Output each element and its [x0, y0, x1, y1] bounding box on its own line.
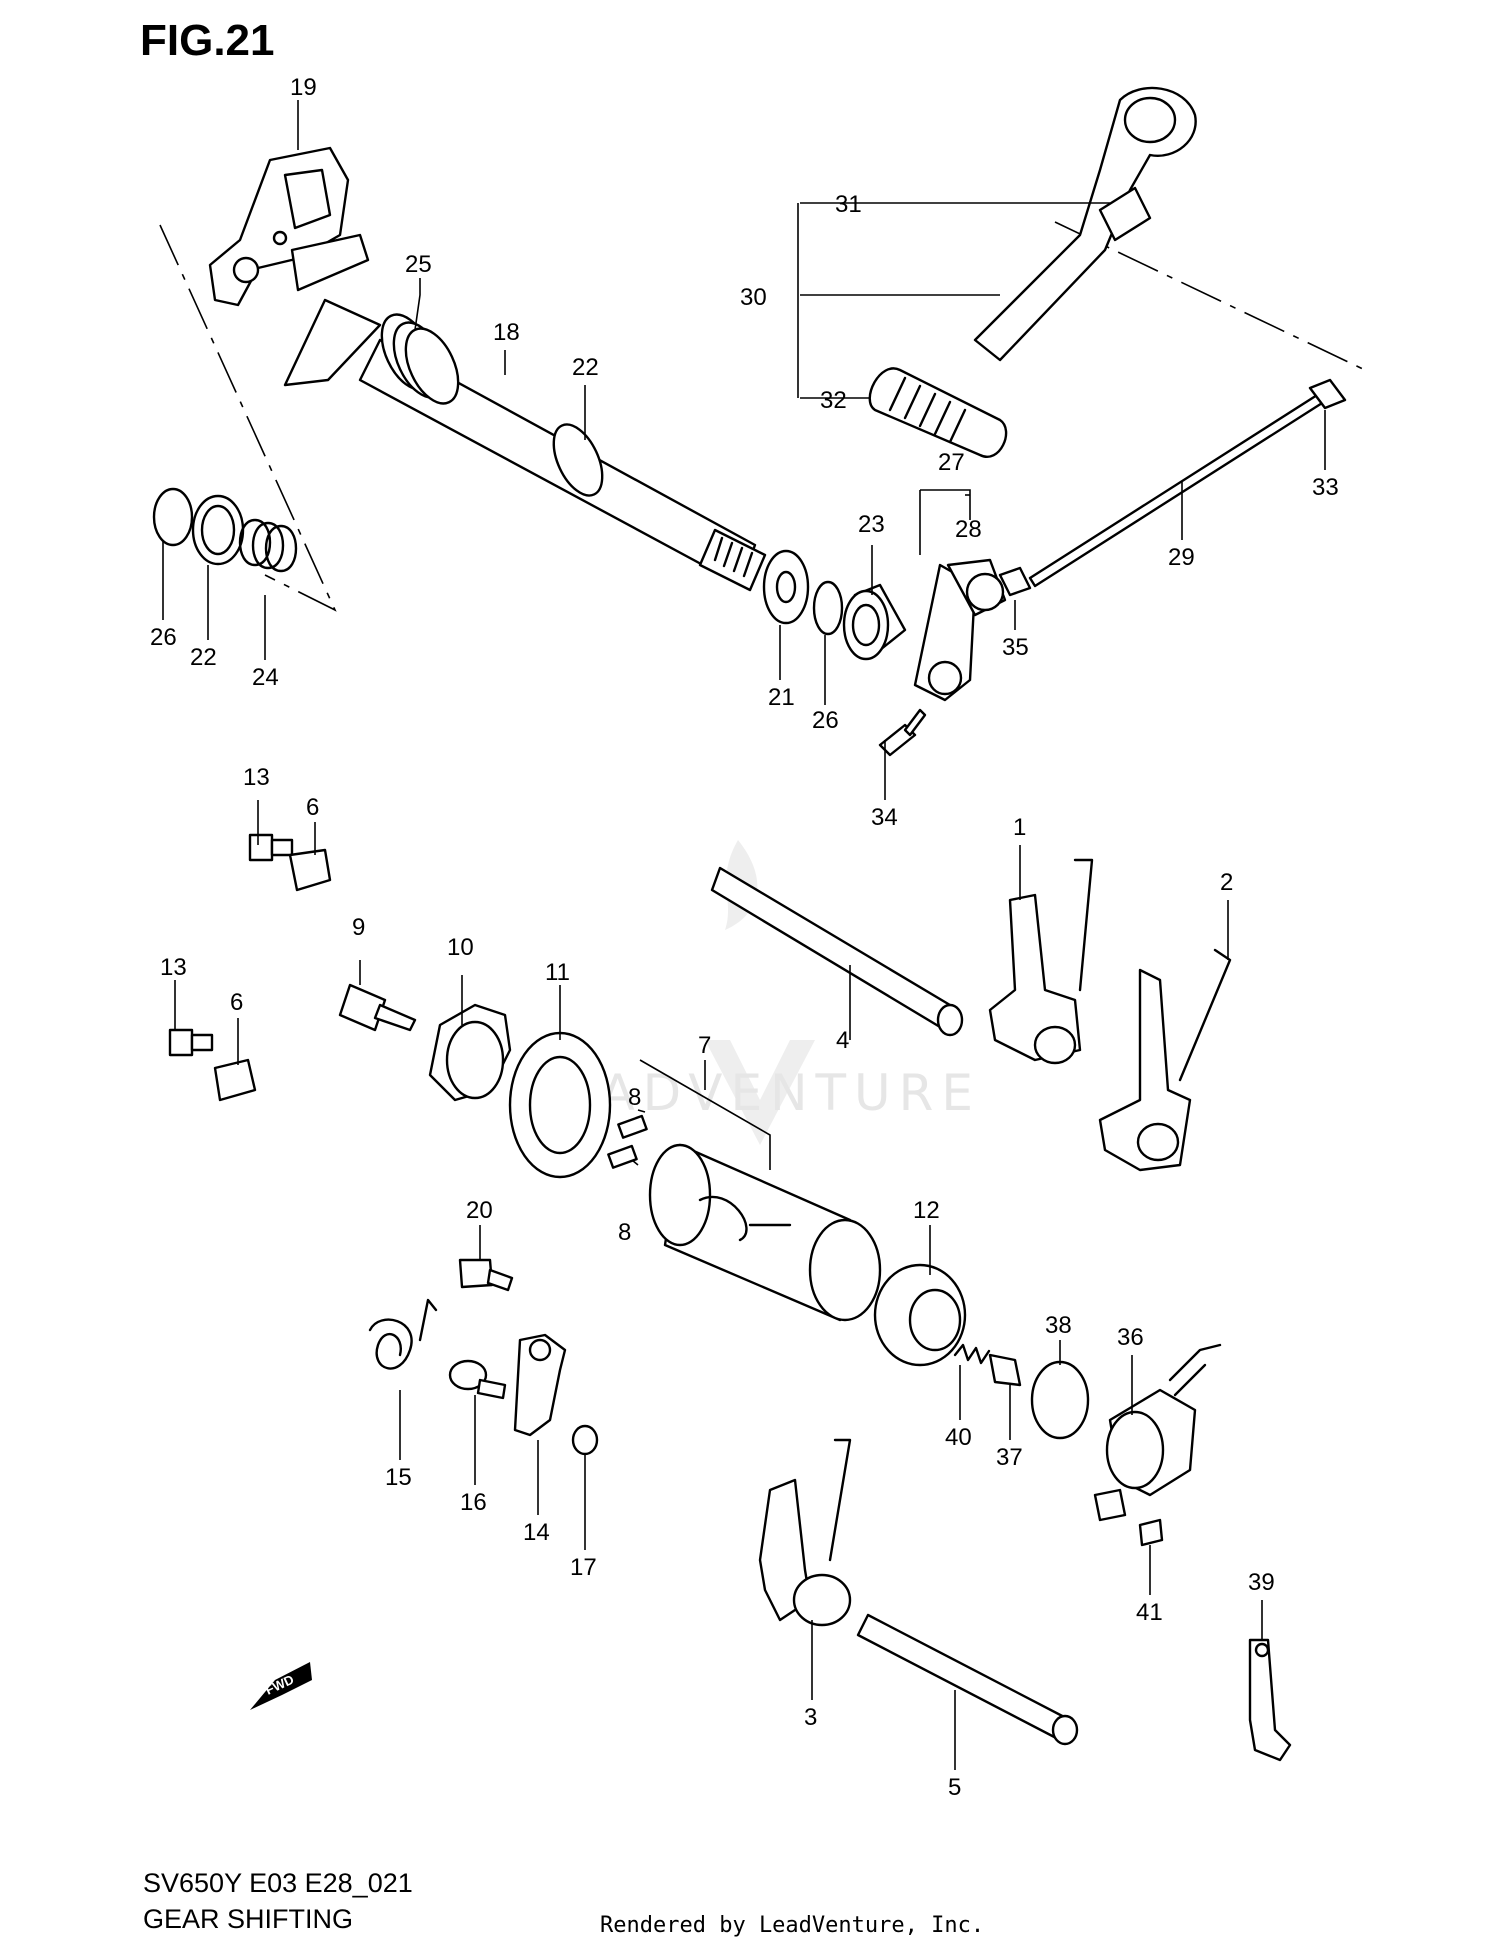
callout-24: 24 — [252, 664, 279, 691]
spring-15 — [368, 1298, 438, 1370]
cable-tie-39 — [1248, 1638, 1292, 1762]
callout-26-left: 26 — [150, 624, 177, 651]
callout-39: 39 — [1248, 1569, 1275, 1596]
bearing-12 — [873, 1263, 967, 1367]
callout-9: 9 — [352, 914, 365, 941]
callout-28: 28 — [955, 516, 982, 543]
callout-5: 5 — [948, 1774, 961, 1801]
callout-29: 29 — [1168, 544, 1195, 571]
callout-6-lower: 6 — [230, 989, 243, 1016]
callout-1: 1 — [1013, 814, 1026, 841]
lock-nut — [998, 566, 1032, 597]
lever-pivot — [1098, 186, 1152, 242]
callout-10: 10 — [447, 934, 474, 961]
callout-21: 21 — [768, 684, 795, 711]
model-code: SV650Y E03 E28_021 — [143, 1868, 413, 1898]
rod-end-nut — [1308, 378, 1347, 410]
pin-8-lower — [607, 1144, 638, 1169]
callout-13-lower: 13 — [160, 954, 187, 981]
screw-41 — [1138, 1518, 1164, 1547]
spring-40 — [953, 1343, 991, 1365]
pin-8-upper — [617, 1114, 648, 1139]
shift-shaft-assembly — [152, 86, 1366, 757]
callout-30: 30 — [740, 284, 767, 311]
stopper-14 — [513, 1333, 567, 1437]
o-ring-38 — [1030, 1360, 1090, 1440]
callout-16: 16 — [460, 1489, 487, 1516]
washer-17 — [571, 1424, 599, 1456]
bolt-16 — [448, 1359, 488, 1391]
lock-washer-6-upper — [288, 848, 332, 892]
callout-35: 35 — [1002, 634, 1029, 661]
callout-27: 27 — [938, 449, 965, 476]
callout-4: 4 — [836, 1027, 849, 1054]
figure-title: FIG.21 — [140, 16, 275, 65]
stopper-pin — [338, 983, 387, 1032]
shift-fork-2 — [1098, 968, 1192, 1172]
callout-6-upper: 6 — [306, 794, 319, 821]
return-spring-left — [238, 518, 298, 573]
callout-14: 14 — [523, 1519, 550, 1546]
callout-23: 23 — [858, 511, 885, 538]
callout-37: 37 — [996, 1444, 1023, 1471]
callout-11: 11 — [545, 959, 570, 986]
callout-8-upper: 8 — [628, 1084, 641, 1111]
callout-36: 36 — [1117, 1324, 1144, 1351]
render-credit: Rendered by LeadVenture, Inc. — [600, 1913, 984, 1938]
footpeg-rubber — [868, 367, 1008, 458]
gearshift-drum-assembly: FWD — [168, 833, 1292, 1762]
callout-15: 15 — [385, 1464, 412, 1491]
bolt-13-lower — [168, 1028, 194, 1057]
callout-12: 12 — [913, 1197, 940, 1224]
callout-17: 17 — [570, 1554, 597, 1581]
callout-40: 40 — [945, 1424, 972, 1451]
leader-lines — [162, 100, 1326, 1770]
fwd-arrow-icon: FWD — [250, 1662, 312, 1710]
callout-25: 25 — [405, 251, 432, 278]
callout-26-right: 26 — [812, 707, 839, 734]
callout-41: 41 — [1136, 1599, 1163, 1626]
callout-22-left: 22 — [190, 644, 217, 671]
callout-19: 19 — [290, 74, 317, 101]
fork-shaft-5 — [856, 1613, 1072, 1742]
callout-32: 32 — [820, 387, 847, 414]
lock-washer-6-lower — [213, 1058, 257, 1102]
callout-20: 20 — [466, 1197, 493, 1224]
callout-8-lower: 8 — [618, 1219, 631, 1246]
shift-arm-plate — [208, 146, 350, 307]
callout-34: 34 — [871, 804, 898, 831]
callout-38: 38 — [1045, 1312, 1072, 1339]
circlip-left — [152, 487, 194, 547]
callout-13-upper: 13 — [243, 764, 270, 791]
callouts: 19 25 18 22 26 22 24 21 26 23 27 28 35 2… — [150, 74, 1339, 1801]
callout-7: 7 — [698, 1032, 711, 1059]
fork-shaft-4 — [710, 866, 957, 1032]
circlip-26 — [812, 580, 844, 636]
callout-22-upper: 22 — [572, 354, 599, 381]
callout-2: 2 — [1220, 869, 1233, 896]
pin-37 — [988, 1353, 1022, 1387]
callout-33: 33 — [1312, 474, 1339, 501]
bolt-13-upper — [248, 833, 274, 862]
bearing-11 — [508, 1031, 612, 1179]
washer-21 — [762, 549, 810, 625]
callout-3: 3 — [804, 1704, 817, 1731]
section-title: GEAR SHIFTING — [143, 1904, 353, 1934]
callout-18: 18 — [493, 319, 520, 346]
callout-31: 31 — [835, 191, 862, 218]
